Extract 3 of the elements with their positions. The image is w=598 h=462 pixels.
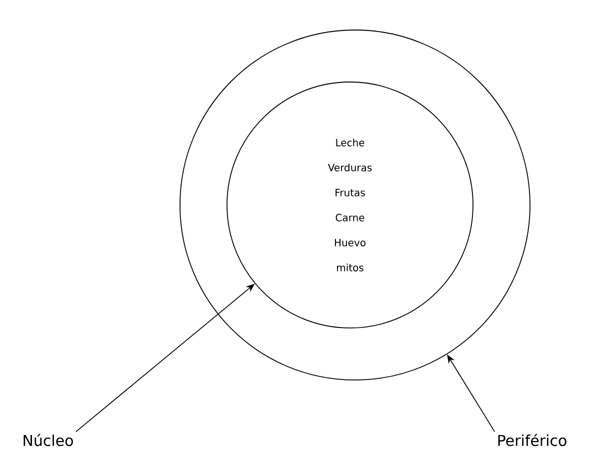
text-label: Núcleo bbox=[24, 434, 73, 446]
text-label: Periférico bbox=[498, 434, 566, 446]
outer-circle bbox=[180, 30, 530, 380]
